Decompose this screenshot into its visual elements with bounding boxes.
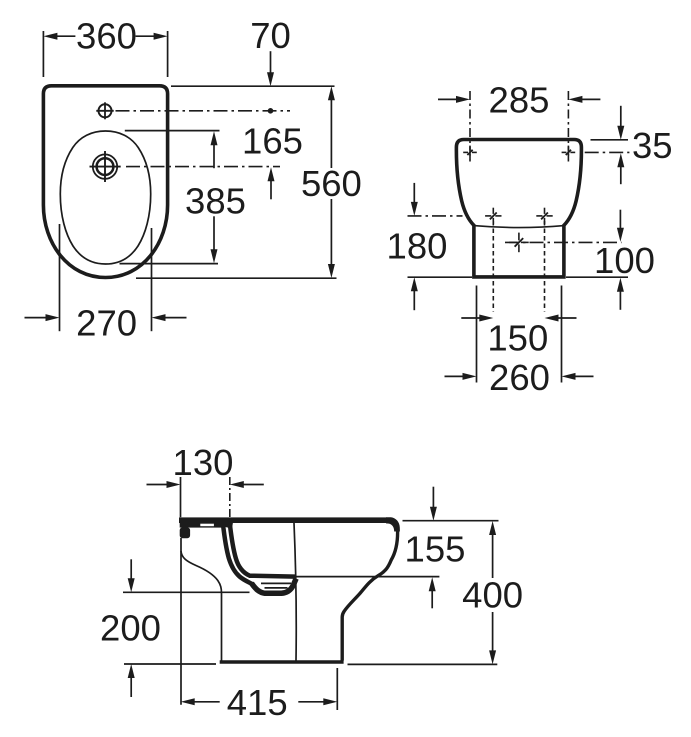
svg-text:400: 400: [462, 575, 523, 616]
svg-text:560: 560: [301, 163, 362, 204]
svg-text:155: 155: [405, 529, 466, 570]
svg-text:285: 285: [489, 80, 550, 121]
svg-text:200: 200: [100, 608, 161, 649]
svg-text:260: 260: [489, 357, 550, 398]
svg-text:35: 35: [632, 125, 673, 166]
svg-text:360: 360: [76, 16, 137, 57]
svg-text:165: 165: [242, 121, 303, 162]
svg-text:100: 100: [594, 240, 655, 281]
svg-text:385: 385: [185, 181, 246, 222]
svg-text:70: 70: [250, 15, 291, 56]
svg-text:415: 415: [227, 682, 288, 723]
svg-text:150: 150: [487, 318, 548, 359]
svg-text:270: 270: [76, 303, 137, 344]
svg-text:130: 130: [173, 442, 234, 483]
svg-text:180: 180: [387, 226, 448, 267]
